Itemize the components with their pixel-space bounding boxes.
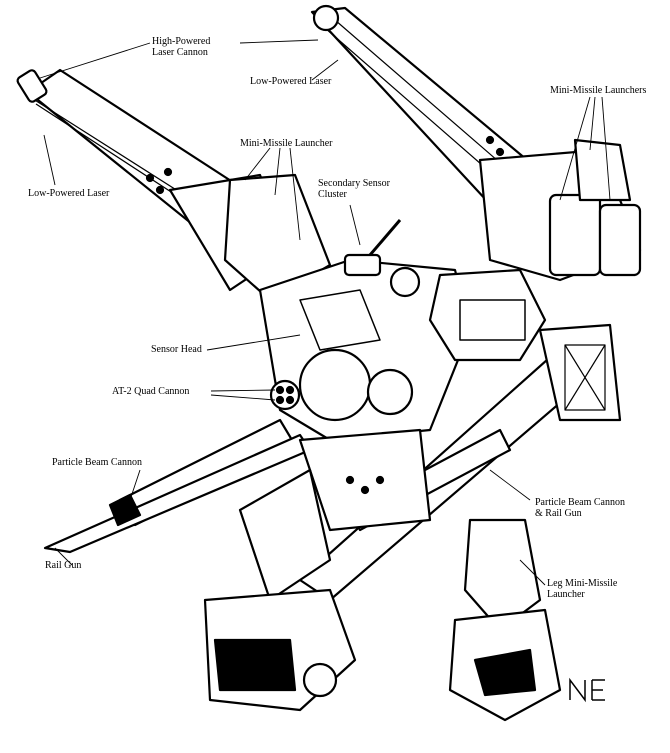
callout-high-powered-laser: High-Powered Laser Cannon bbox=[152, 36, 211, 58]
callout-particle-beam-cannon: Particle Beam Cannon bbox=[52, 457, 142, 468]
callout-low-powered-laser-right: Low-Powered Laser bbox=[250, 76, 332, 87]
callout-mini-missile-launcher: Mini-Missile Launcher bbox=[240, 138, 333, 149]
callout-secondary-sensor-cluster: Secondary Sensor Cluster bbox=[318, 178, 390, 200]
torso bbox=[258, 219, 472, 442]
artist-signature bbox=[569, 677, 605, 703]
callout-rail-gun: Rail Gun bbox=[45, 560, 82, 571]
callout-mini-missile-launchers: Mini-Missile Launchers bbox=[550, 85, 647, 96]
callout-leg-mini-missile: Leg Mini-Missile Launcher bbox=[547, 578, 618, 600]
right-leg bbox=[448, 518, 562, 722]
leader-lines bbox=[39, 39, 611, 586]
callout-quad-cannon: AT-2 Quad Cannon bbox=[112, 386, 190, 397]
callout-sensor-head: Sensor Head bbox=[151, 344, 202, 355]
callout-particle-beam-rail-gun: Particle Beam Cannon & Rail Gun bbox=[535, 497, 625, 519]
left-leg bbox=[203, 468, 357, 712]
right-laser-cannon bbox=[310, 4, 642, 282]
callout-low-powered-laser-left: Low-Powered Laser bbox=[28, 188, 110, 199]
